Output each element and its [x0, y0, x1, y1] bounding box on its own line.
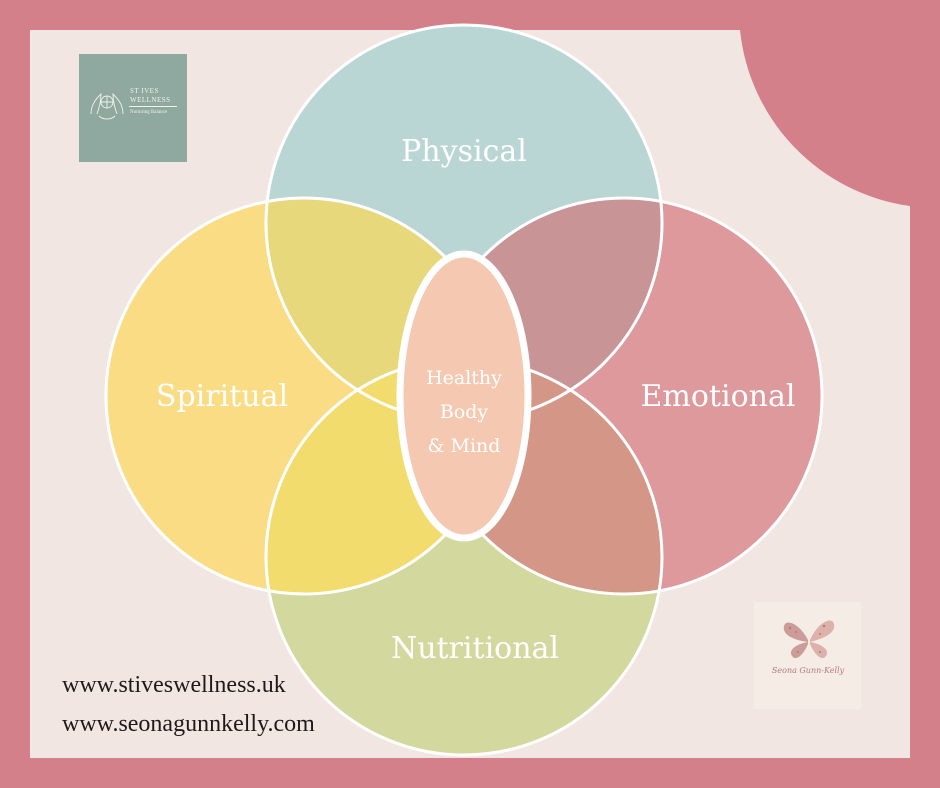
- logo-tagline: Nurturing Balance: [130, 110, 168, 115]
- signature-logo: Seona Gunn-Kelly: [754, 602, 861, 709]
- website-url-stiveswellness[interactable]: www.stiveswellness.uk: [62, 672, 286, 698]
- hands-lotus-icon: [90, 92, 124, 120]
- nutritional-label: Nutritional: [391, 631, 559, 666]
- physical-label: Physical: [401, 134, 527, 169]
- center-label-line-1: Healthy: [426, 367, 502, 389]
- website-url-seonagunnkelly[interactable]: www.seonagunnkelly.com: [62, 711, 315, 737]
- logo-line-2: WELLNESS: [130, 96, 171, 104]
- center-ellipse: [396, 250, 532, 542]
- butterfly-icon: [783, 620, 835, 659]
- center-label-line-2: Body: [440, 401, 489, 423]
- logo-divider: [129, 106, 177, 107]
- logo-line-1: ST IVES: [130, 87, 159, 95]
- st-ives-wellness-logo: ST IVES WELLNESS Nurturing Balance: [79, 54, 187, 162]
- signature-text: Seona Gunn-Kelly: [771, 666, 845, 675]
- emotional-label: Emotional: [641, 379, 796, 414]
- spiritual-label: Spiritual: [156, 379, 288, 414]
- center-label-line-3: & Mind: [428, 435, 501, 457]
